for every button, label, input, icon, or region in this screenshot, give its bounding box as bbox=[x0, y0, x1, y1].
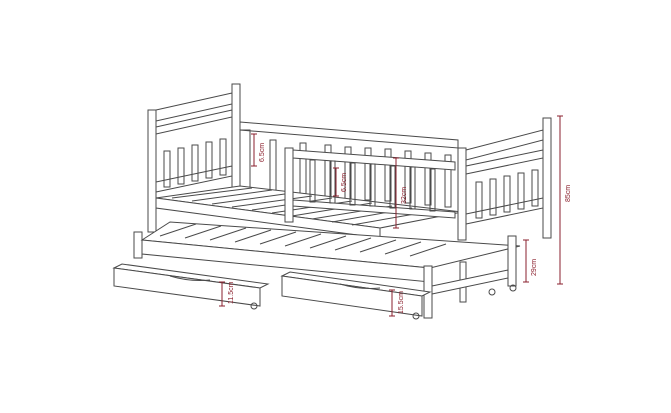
dimension-guard-height: 32cm bbox=[393, 157, 408, 229]
dimension-label: 11.5cm bbox=[228, 281, 235, 304]
dimension-rail-gap: 6.5cm bbox=[251, 133, 266, 167]
dimension-trundle-height: 29cm bbox=[523, 239, 538, 283]
right-footboard bbox=[457, 117, 552, 241]
left-headboard-slats bbox=[163, 138, 227, 188]
left-headboard bbox=[147, 83, 241, 233]
dimension-label: 32cm bbox=[401, 187, 408, 204]
dimension-label: 6.5cm bbox=[341, 173, 348, 192]
dimension-label: 15.5cm bbox=[398, 291, 405, 314]
dimension-label: 6.5cm bbox=[259, 143, 266, 162]
front-safety-guard bbox=[284, 147, 456, 223]
trundle-slats bbox=[159, 223, 447, 257]
caster-wheel bbox=[509, 284, 517, 292]
dimension-drawer-left-height: 11.5cm bbox=[219, 281, 235, 307]
drawer-left bbox=[112, 263, 270, 310]
dimension-guard-gap: 6.5cm bbox=[333, 167, 348, 197]
caster-wheel bbox=[412, 312, 420, 320]
right-footboard-slats bbox=[475, 169, 539, 219]
dimension-drawer-right-height: 15.5cm bbox=[389, 289, 405, 317]
caster-wheel bbox=[488, 288, 496, 296]
caster-wheel bbox=[250, 302, 258, 310]
dimension-label: 85cm bbox=[565, 185, 572, 202]
dimension-label: 29cm bbox=[531, 259, 538, 276]
guard-slats bbox=[309, 159, 436, 212]
dimension-total-height: 85cm bbox=[557, 115, 572, 285]
